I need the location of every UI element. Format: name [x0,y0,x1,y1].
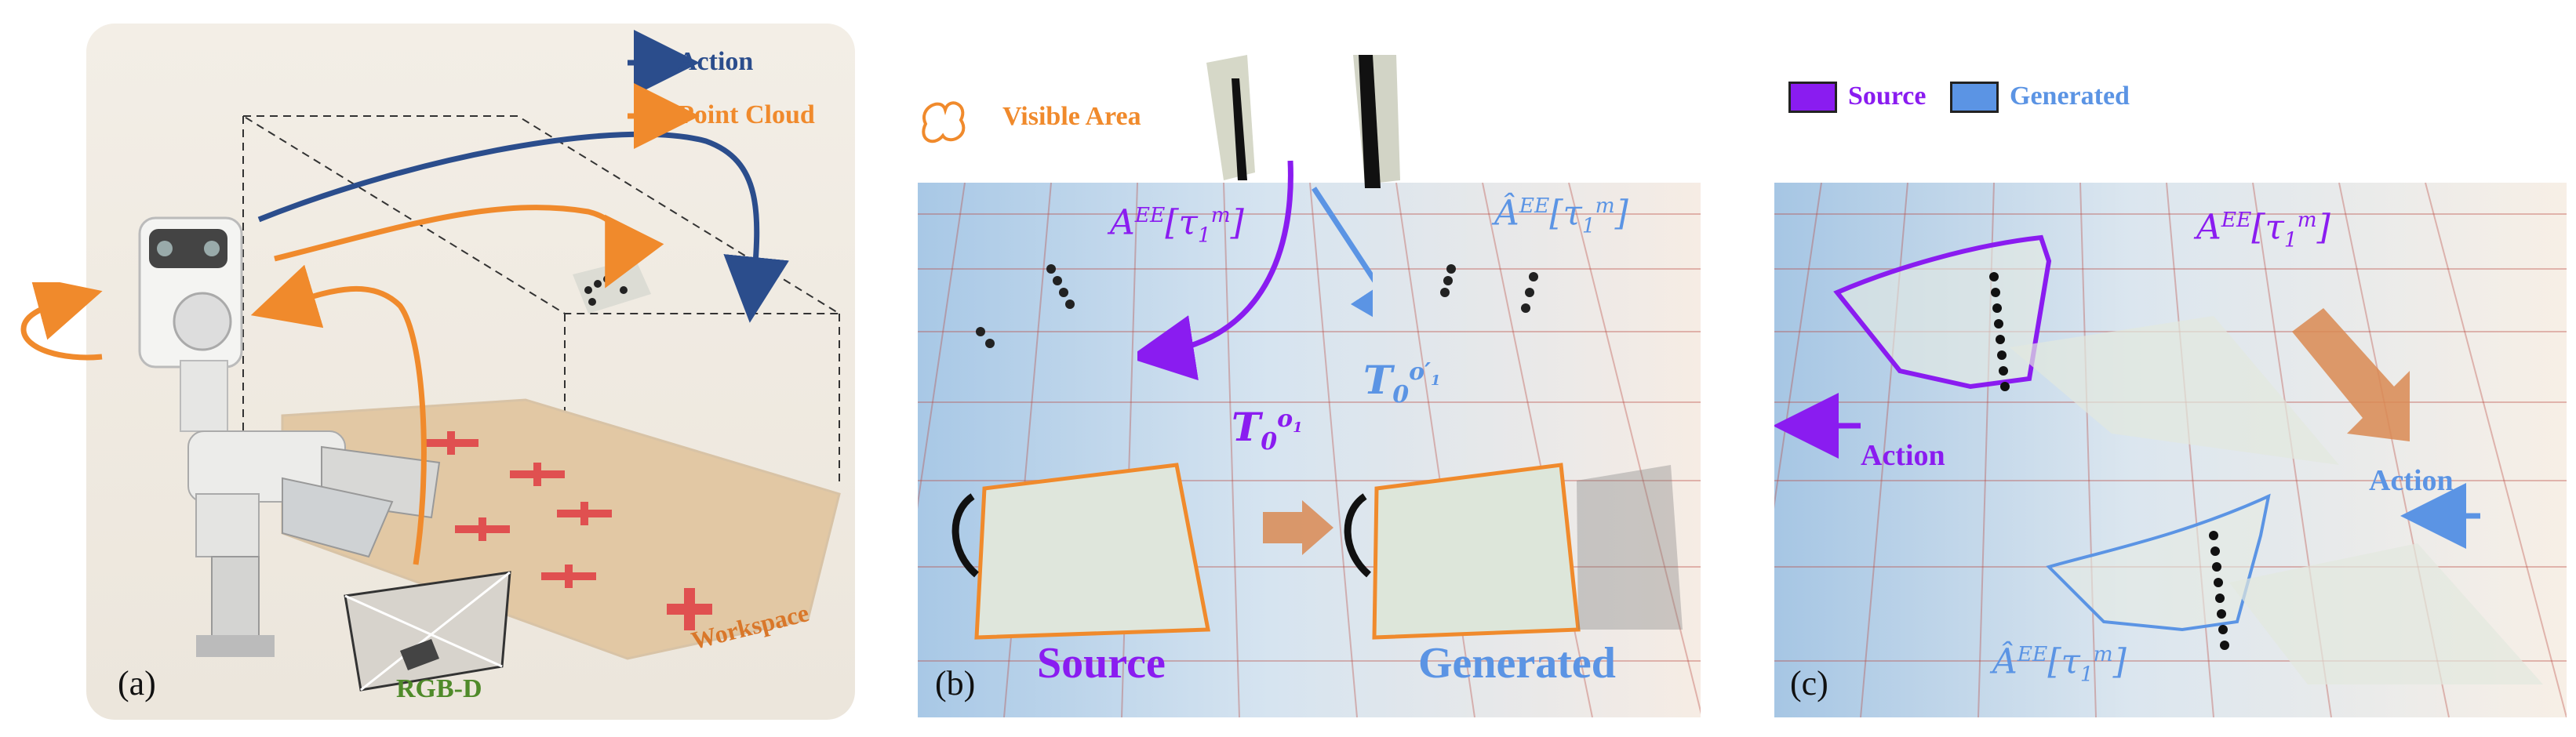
point-cloud-arrow-rgbd [250,264,427,565]
source-handle-fragments [976,264,1075,348]
panel-c-illustration [1774,183,2567,717]
generated-action-label: Action [2369,464,2454,497]
red-cross-markers [424,431,712,630]
source-transform-math: T0o1 [1232,404,1303,456]
legend-generated-label: Generated [2010,82,2130,111]
rotation-arrow-icon [20,282,103,361]
source-label: Source [1037,639,1166,688]
gripper-point-clouds [1206,55,1400,188]
panel-b-point-cloud-generation [918,183,1701,717]
robot-arm [187,430,441,657]
panel-c-action-adjustment [1774,183,2567,717]
source-action-math: AEE[τ1m] [1110,202,1244,248]
generated-kettle-point-cloud [1344,463,1683,640]
generated-label: Generated [1418,639,1616,688]
panel-a-robot-setup [86,24,855,720]
legend-point-cloud-label: Point Cloud [678,100,815,129]
point-cloud-arrow-top [274,205,664,289]
robot-camera-head [138,216,243,432]
panel-c-tag: (c) [1790,664,1828,703]
legend-action-label: Action [678,47,754,76]
generated-action-math: ÂEE[τ1m] [1494,193,1628,238]
source-kettle-point-cloud [951,463,1211,640]
source-kettle-outline [1833,234,2339,465]
generated-kettle-outline [2046,493,2543,684]
generated-action-math-c: ÂEE[τ1m] [1992,641,2127,687]
source-action-math-c: AEE[τ1m] [2196,207,2330,252]
legend-source-swatch [1788,82,1837,113]
legend-generated-swatch [1950,82,1999,113]
panel-a-tag: (a) [118,664,156,703]
source-action-label: Action [1861,439,1945,472]
source-action-arrow [1137,160,1293,381]
rgbd-label: RGB-D [396,674,482,703]
workspace-bounding-box [240,115,842,627]
rgbd-inset [344,571,511,692]
copy-arrow [1263,500,1333,555]
panel-b-illustration [918,183,1701,717]
panel-a-illustration [138,30,842,692]
visible-area-icon [922,101,966,143]
generated-handle-fragments [1440,264,1538,313]
adjustment-arrow [2292,308,2410,441]
generated-transform-math: T0o′1 [1363,357,1441,408]
action-arrow [257,131,789,323]
panel-b-action-arrows [1137,160,1373,381]
panel-b-tag: (b) [935,664,976,703]
object-point-cloud [573,259,651,314]
visible-area-label: Visible Area [1002,102,1141,131]
legend-source-label: Source [1848,82,1927,111]
generated-action-arrow [1312,187,1373,342]
